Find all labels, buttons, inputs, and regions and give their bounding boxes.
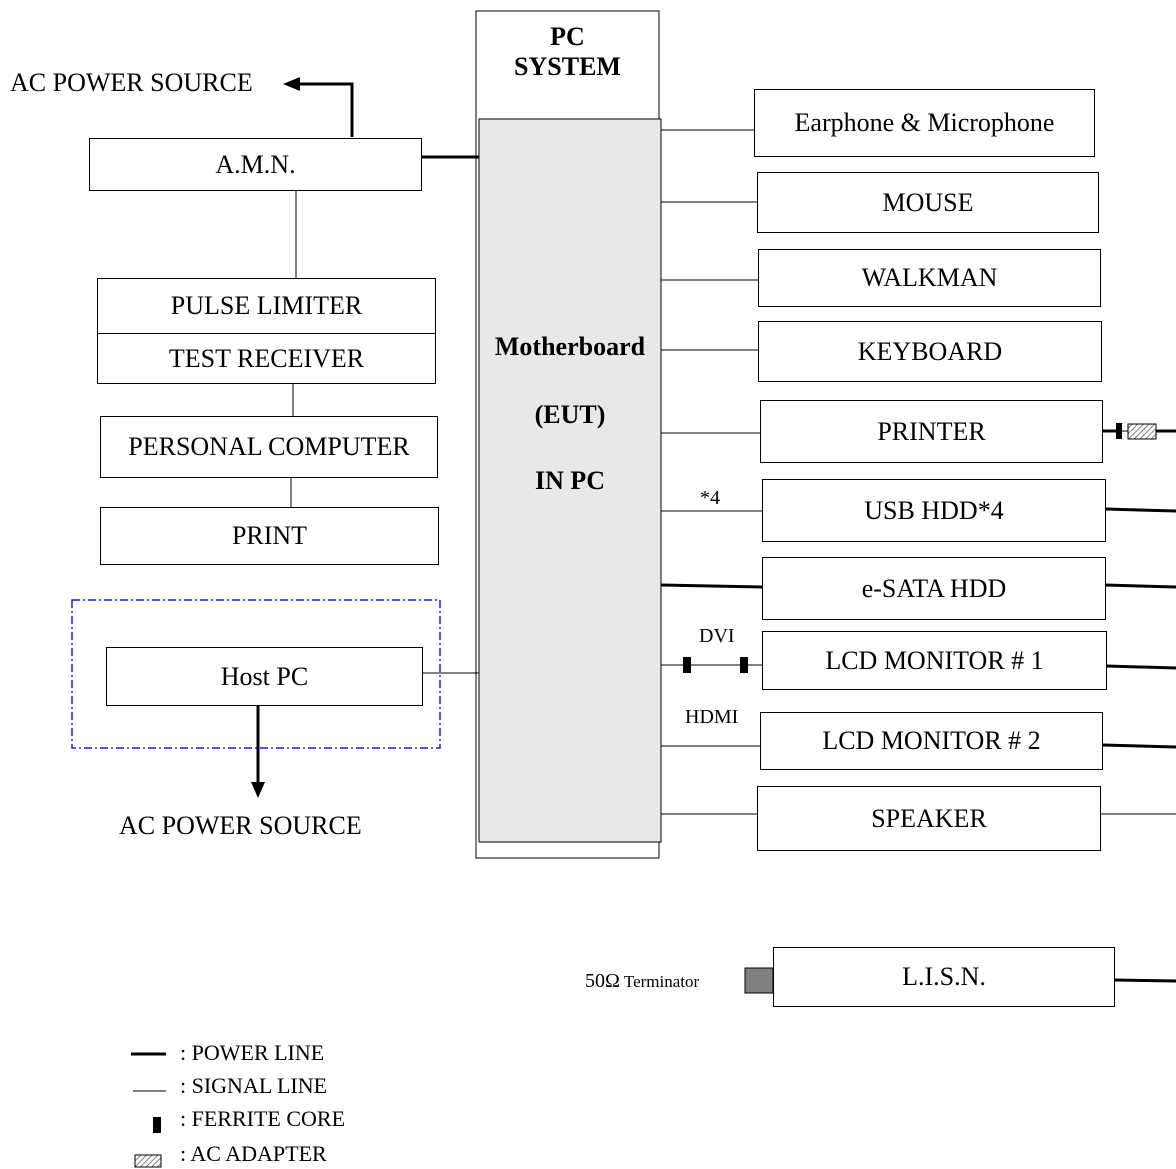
eut-label: (EUT)	[534, 400, 606, 429]
terminator-value: 50Ω	[585, 970, 620, 992]
dvi-label: DVI	[699, 625, 735, 647]
motherboard-label: Motherboard	[494, 332, 646, 361]
legend-signal-line: : SIGNAL LINE	[180, 1073, 328, 1098]
pulse-limiter-box: PULSE LIMITER	[97, 278, 436, 334]
printer-box: PRINTER	[760, 400, 1103, 463]
walkman-box: WALKMAN	[758, 249, 1101, 307]
host-pc-box: Host PC	[106, 647, 423, 706]
print-box: PRINT	[100, 507, 439, 565]
personal-computer-box: PERSONAL COMPUTER	[100, 416, 438, 478]
in-pc-label: IN PC	[534, 466, 606, 495]
ac-power-source-top: AC POWER SOURCE	[10, 68, 253, 97]
terminator-text: Terminator	[623, 972, 700, 991]
pc-system-title-line1: PC	[550, 22, 585, 51]
hdmi-label: HDMI	[685, 706, 739, 728]
terminator-block	[744, 967, 774, 994]
ac-power-source-bottom: AC POWER SOURCE	[119, 811, 362, 840]
lisn-box: L.I.S.N.	[773, 947, 1115, 1007]
speaker-box: SPEAKER	[757, 786, 1101, 851]
amn-box: A.M.N.	[89, 138, 422, 191]
legend-ac-adapter: : AC ADAPTER	[180, 1141, 327, 1166]
lcd-monitor-1-box: LCD MONITOR # 1	[762, 631, 1107, 690]
pc-system-title-line2: SYSTEM	[514, 52, 621, 81]
pc-system-title: PC SYSTEM	[476, 22, 659, 82]
earphone-microphone-box: Earphone & Microphone	[754, 89, 1095, 157]
legend-power-line: : POWER LINE	[180, 1040, 325, 1065]
usb-hdd-box: USB HDD*4	[762, 479, 1106, 542]
usb-count-label: *4	[700, 487, 720, 509]
mouse-box: MOUSE	[757, 172, 1099, 233]
test-receiver-box: TEST RECEIVER	[97, 333, 436, 384]
terminator-label: 50Ω Terminator	[585, 970, 699, 993]
esata-hdd-box: e-SATA HDD	[762, 557, 1106, 620]
motherboard-block	[478, 118, 662, 843]
keyboard-box: KEYBOARD	[758, 321, 1102, 382]
legend-ferrite-core: : FERRITE CORE	[180, 1106, 346, 1131]
lcd-monitor-2-box: LCD MONITOR # 2	[760, 712, 1103, 770]
